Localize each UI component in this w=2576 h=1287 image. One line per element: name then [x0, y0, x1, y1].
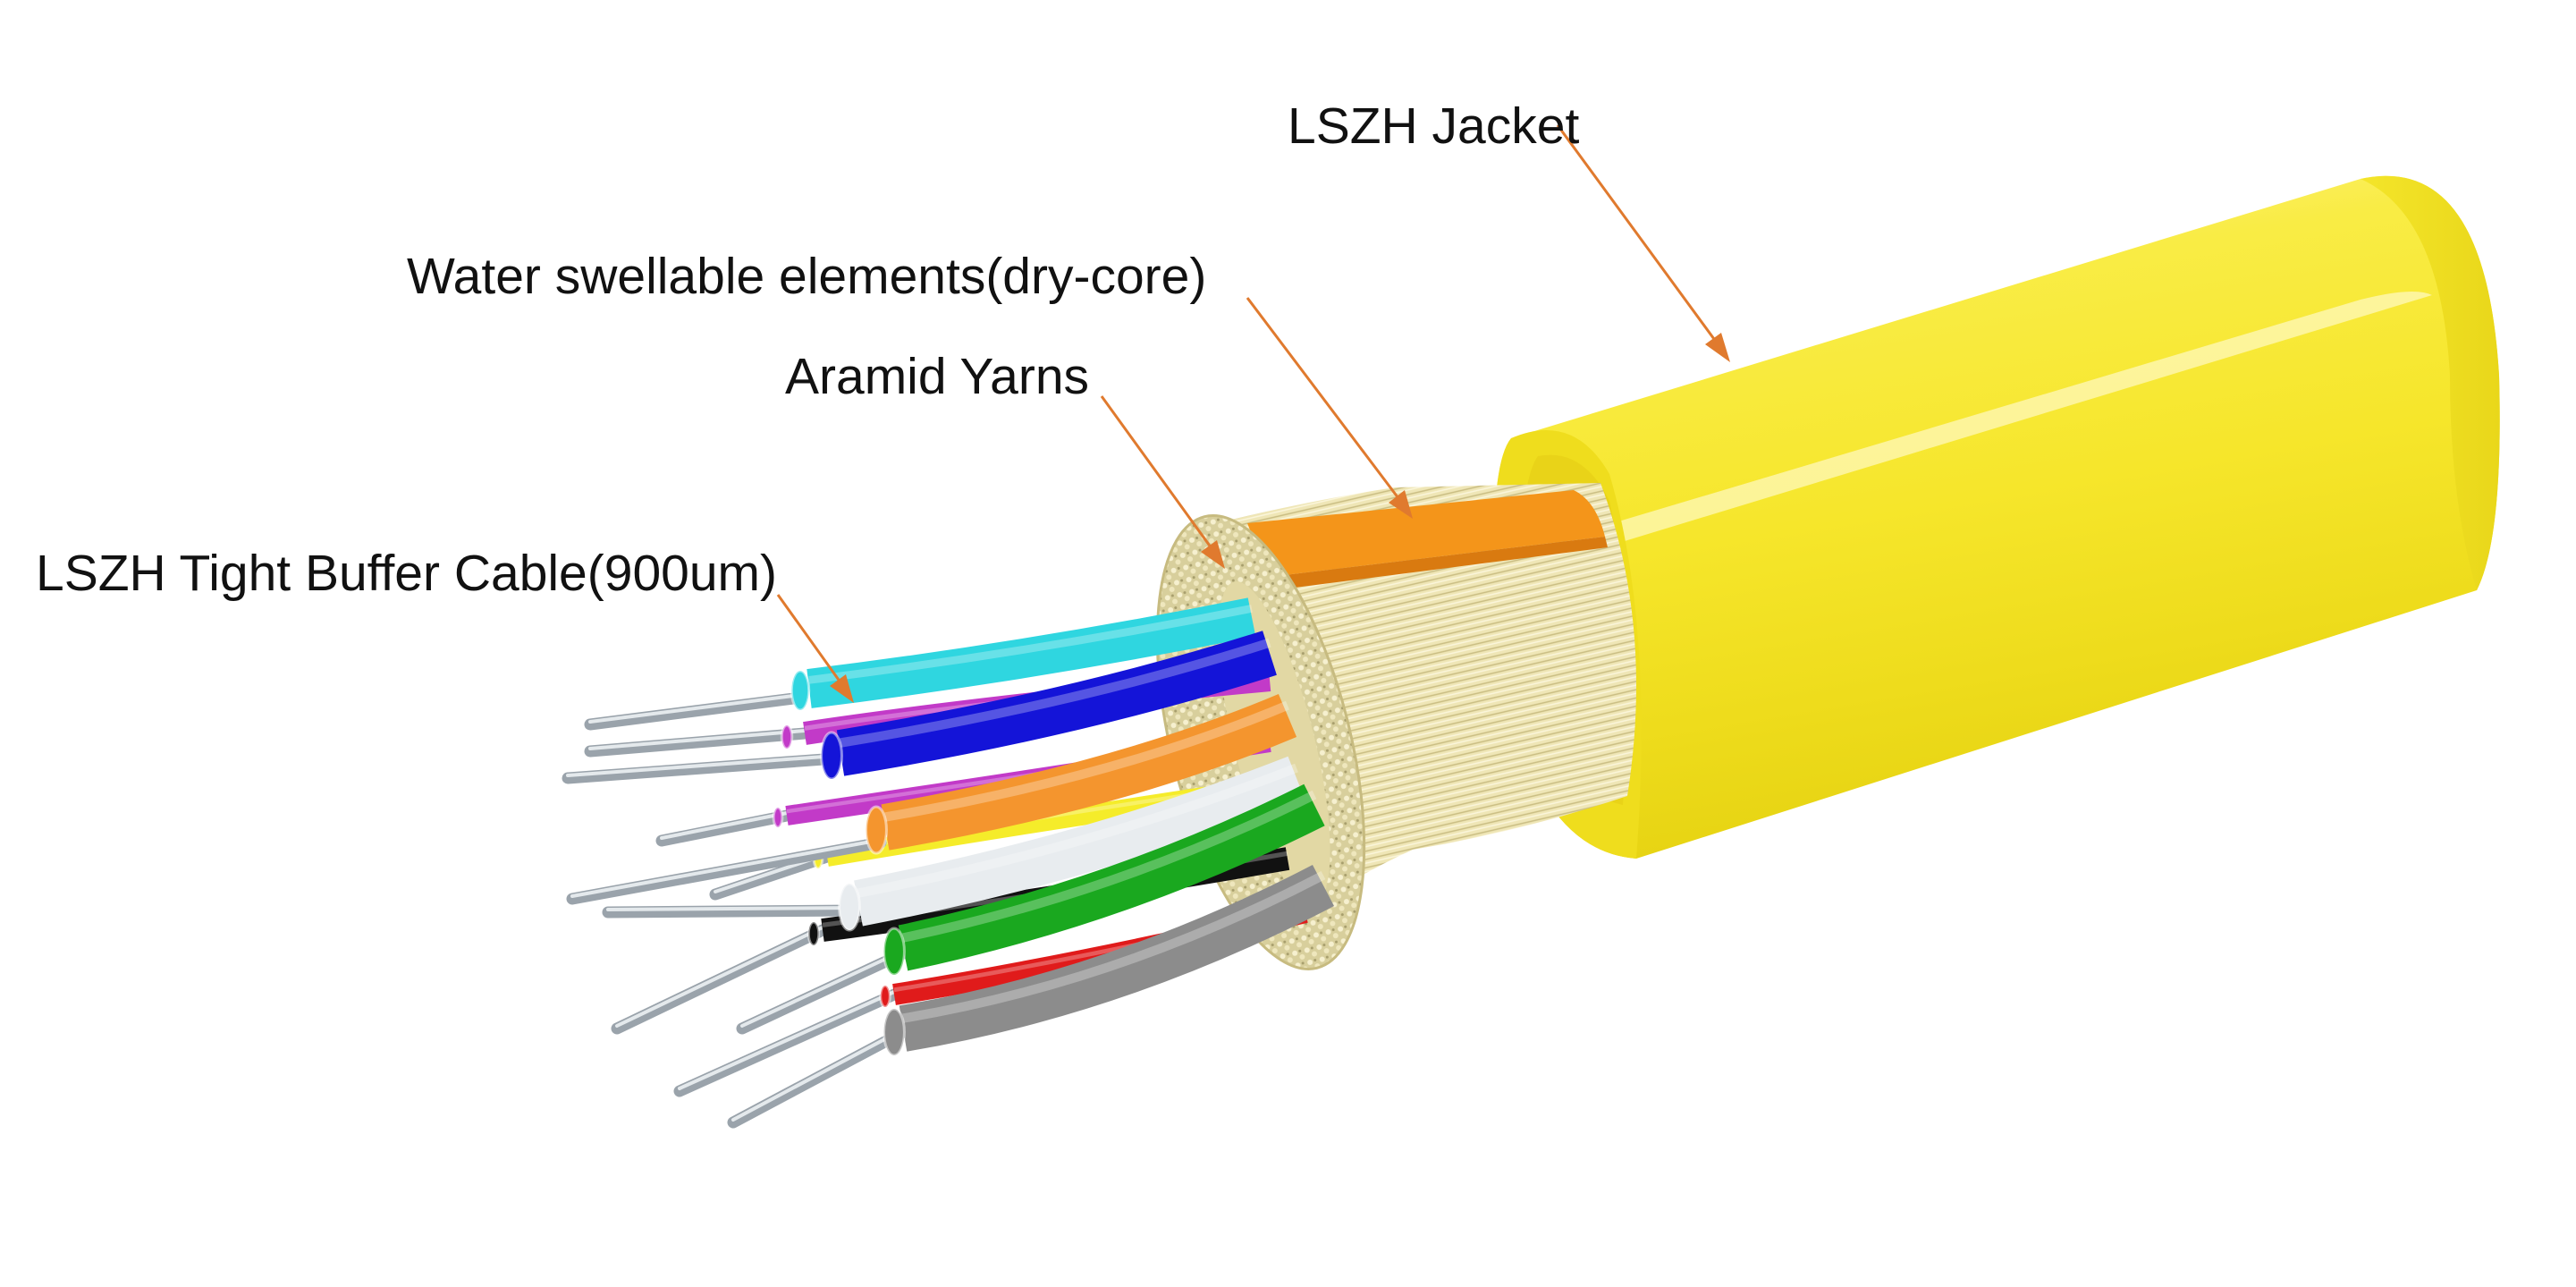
bare-fiber-green: [736, 947, 909, 1035]
bare-fiber-violet: [655, 809, 793, 847]
tight-buffer-fiber-slate: [899, 864, 1335, 1052]
bare-fiber-highlight-violet: [660, 811, 789, 840]
fiber-end-cap-violet: [780, 724, 794, 750]
water-swellable-tape-edge: [1270, 537, 1608, 590]
fiber-end-cap-orange: [865, 805, 888, 855]
water-swellable-tape: [1247, 490, 1605, 577]
fiber-end-cap-violet: [772, 806, 784, 829]
fiber-end-cap-aqua: [790, 669, 811, 712]
fiber-highlight-green: [901, 790, 1317, 943]
jacket-leader-line: [1556, 124, 1723, 350]
tight-buffer-fiber-aqua: [807, 597, 1256, 708]
bare-fiber-highlight-slate: [731, 1028, 905, 1122]
tight-buffer-fiber-green: [898, 783, 1325, 971]
fiber-highlight-blue: [840, 638, 1271, 748]
tight-buffer-leader-line: [776, 594, 847, 690]
water-swellable-leader-arrow: [1389, 490, 1413, 519]
water-swellable-label: Water swellable elements(dry-core): [407, 248, 1206, 305]
fiber-highlight-white: [857, 763, 1298, 898]
aramid-leader-line: [1100, 395, 1218, 555]
aramid-label: Aramid Yarns: [785, 348, 1089, 405]
bare-fiber-highlight-orange: [570, 838, 883, 898]
bare-fiber-highlight-violet: [588, 729, 807, 750]
bare-fiber-black: [611, 924, 829, 1035]
bare-fiber-highlight-black: [615, 926, 824, 1028]
fiber-end-cap-red: [879, 984, 891, 1009]
bare-fiber-highlight-white: [606, 906, 860, 911]
bare-fiber-yellow: [709, 851, 833, 901]
fiber-end-cap-white: [838, 882, 861, 932]
bare-fiber-slate: [727, 1026, 909, 1129]
bare-fiber-violet: [584, 727, 811, 758]
fiber-highlight-slate: [902, 870, 1326, 1023]
jacket-label: LSZH Jacket: [1288, 97, 1579, 155]
fiber-end-cap-green: [883, 927, 906, 977]
bare-fiber-orange: [566, 836, 887, 905]
fiber-end-cap-black: [807, 920, 821, 947]
bare-fiber-red: [673, 988, 900, 1097]
tight-buffer-fiber-orange: [881, 694, 1297, 851]
bare-fiber-aqua: [584, 691, 807, 731]
fiber-end-cap-blue: [820, 731, 843, 781]
tight-buffer-fibers: [562, 597, 1335, 1129]
lszh-jacket: [1493, 175, 2500, 859]
jacket-end-face: [2361, 175, 2500, 591]
tight-buffer-leader-arrow: [830, 674, 854, 703]
tight-buffer-fiber-white: [854, 756, 1305, 927]
bare-fiber-highlight-aqua: [588, 693, 802, 724]
fiber-highlight-aqua: [808, 605, 1253, 684]
fiber-highlight-orange: [884, 700, 1290, 822]
bare-fiber-highlight-red: [678, 990, 896, 1090]
bare-fiber-blue: [562, 752, 842, 784]
tight-buffer-label: LSZH Tight Buffer Cable(900um): [36, 545, 777, 602]
water-swellable-leader-line: [1246, 297, 1406, 506]
aramid-leader-arrow: [1201, 540, 1225, 569]
leader-lines: [776, 124, 1730, 703]
jacket-highlight: [1538, 292, 2432, 563]
jacket-leader-arrow: [1705, 333, 1730, 362]
tight-buffer-fiber-blue: [836, 631, 1277, 776]
bare-fiber-highlight-blue: [566, 754, 838, 777]
bare-fiber-highlight-green: [740, 949, 905, 1028]
bare-fiber-white: [602, 904, 865, 919]
fiber-end-cap-slate: [883, 1007, 906, 1057]
